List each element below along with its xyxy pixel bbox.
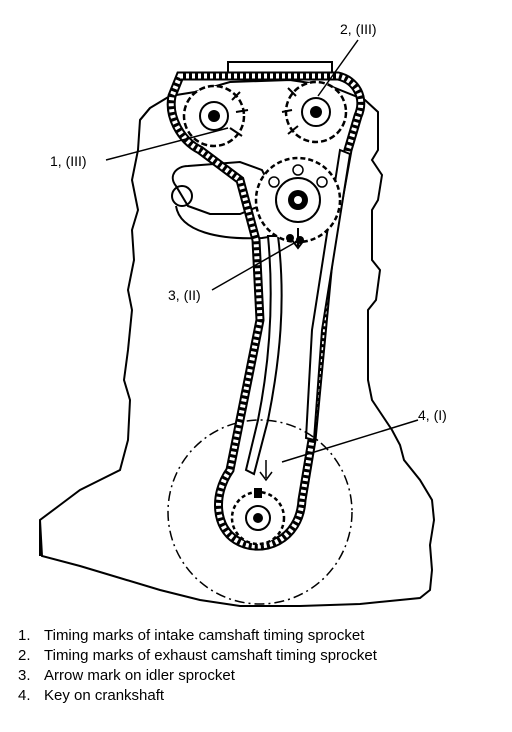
legend-number: 2. (18, 647, 31, 664)
leader-4 (281, 419, 419, 463)
legend-text: Arrow mark on idler sprocket (44, 667, 235, 684)
timing-chain-diagram: 1, (III) 2, (III) 3, (II) 4, (I) (38, 21, 447, 607)
idler-sprocket (254, 156, 342, 250)
callout-2: 2, (III) (340, 21, 377, 37)
legend-number: 3. (18, 667, 31, 684)
leader-3 (211, 241, 297, 291)
crankshaft-sprocket (230, 460, 286, 546)
callout-4: 4, (I) (418, 407, 447, 423)
legend-item: 1. Timing marks of intake camshaft timin… (18, 626, 498, 646)
mount-bracket (171, 160, 272, 215)
exhaust-camshaft-sprocket (281, 80, 348, 144)
intake-camshaft-sprocket (182, 84, 249, 148)
leader-1 (105, 127, 229, 161)
legend-number: 1. (18, 627, 31, 644)
crank-pulley-outline (167, 419, 353, 605)
callout-3: 3, (II) (168, 287, 201, 303)
engine-block-outline (38, 78, 436, 607)
legend-text: Key on crankshaft (44, 687, 165, 704)
chain-guide (244, 235, 283, 476)
legend-text: Timing marks of intake camshaft timing s… (44, 627, 365, 644)
legend-item: 2. Timing marks of exhaust camshaft timi… (18, 646, 498, 666)
legend-number: 4. (18, 687, 31, 704)
callout-1: 1, (III) (50, 153, 87, 169)
leader-2 (317, 39, 359, 97)
legend-item: 4. Key on crankshaft (18, 686, 498, 706)
legend-text: Timing marks of exhaust camshaft timing … (44, 647, 377, 664)
legend: 1. Timing marks of intake camshaft timin… (18, 626, 498, 706)
mount-hole (171, 185, 193, 207)
block-left-ledge (39, 107, 151, 556)
chain-tensioner-guide (304, 148, 352, 442)
legend-item: 3. Arrow mark on idler sprocket (18, 666, 498, 686)
